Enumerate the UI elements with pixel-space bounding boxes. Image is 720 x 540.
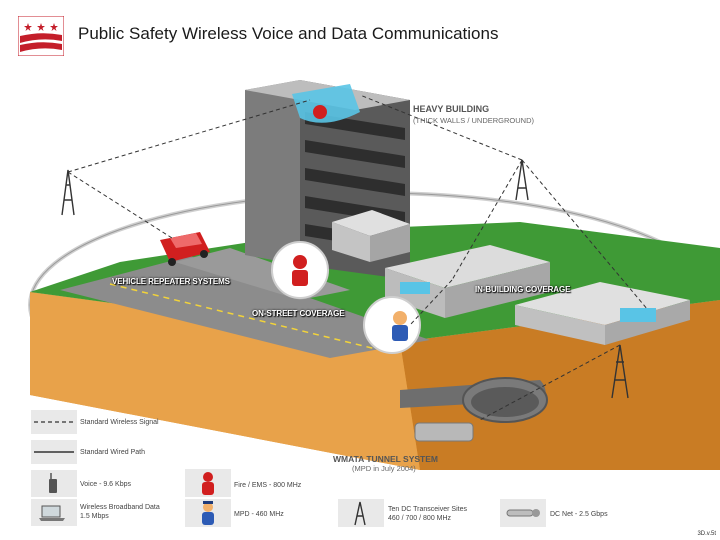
legend-dc-net: DC Net - 2.5 Gbps: [550, 510, 608, 519]
legend-fire-ems: Fire / EMS - 800 MHz: [234, 481, 301, 490]
firefighter-icon: [200, 470, 216, 496]
legend-mpd: MPD - 460 MHz: [234, 510, 284, 519]
fiber-cable-icon: [505, 506, 543, 520]
label-in-building: IN-BUILDING COVERAGE: [475, 285, 570, 294]
legend-broadband-line1: Wireless Broadband Data: [80, 503, 160, 512]
document-id: 3D.v.5t: [697, 531, 716, 537]
legend-voice: Voice - 9.6 Kbps: [80, 480, 131, 489]
legend-wireless-signal: Standard Wireless Signal: [80, 418, 159, 427]
dc-flag-logo: [18, 16, 64, 56]
label-vehicle-repeater: VEHICLE REPEATER SYSTEMS: [112, 277, 230, 286]
label-heavy-building: HEAVY BUILDING: [413, 104, 489, 114]
legend-wired-path: Standard Wired Path: [80, 448, 145, 457]
legend-broadband-line2: 1.5 Mbps: [80, 512, 109, 521]
legend-sites-line2: 460 / 700 / 800 MHz: [388, 514, 451, 523]
solid-line-icon: [34, 450, 74, 454]
label-wmata-tunnel-sub: (MPD in July 2004): [352, 464, 416, 473]
label-wmata-tunnel: WMATA TUNNEL SYSTEM: [333, 454, 438, 464]
radio-handset-icon: [45, 473, 61, 495]
label-on-street: ON-STREET COVERAGE: [252, 309, 344, 318]
on-street-bubble-police: [364, 297, 420, 353]
train: [415, 423, 473, 441]
tower-icon: [352, 500, 368, 526]
laptop-icon: [38, 504, 66, 522]
page-title: Public Safety Wireless Voice and Data Co…: [78, 24, 498, 44]
network-diagram: [0, 60, 720, 470]
label-heavy-building-sub: (THICK WALLS / UNDERGROUND): [413, 116, 534, 125]
dashed-line-icon: [34, 420, 74, 424]
police-officer-icon: [200, 500, 216, 526]
legend-sites-line1: Ten DC Transceiver Sites: [388, 505, 467, 514]
